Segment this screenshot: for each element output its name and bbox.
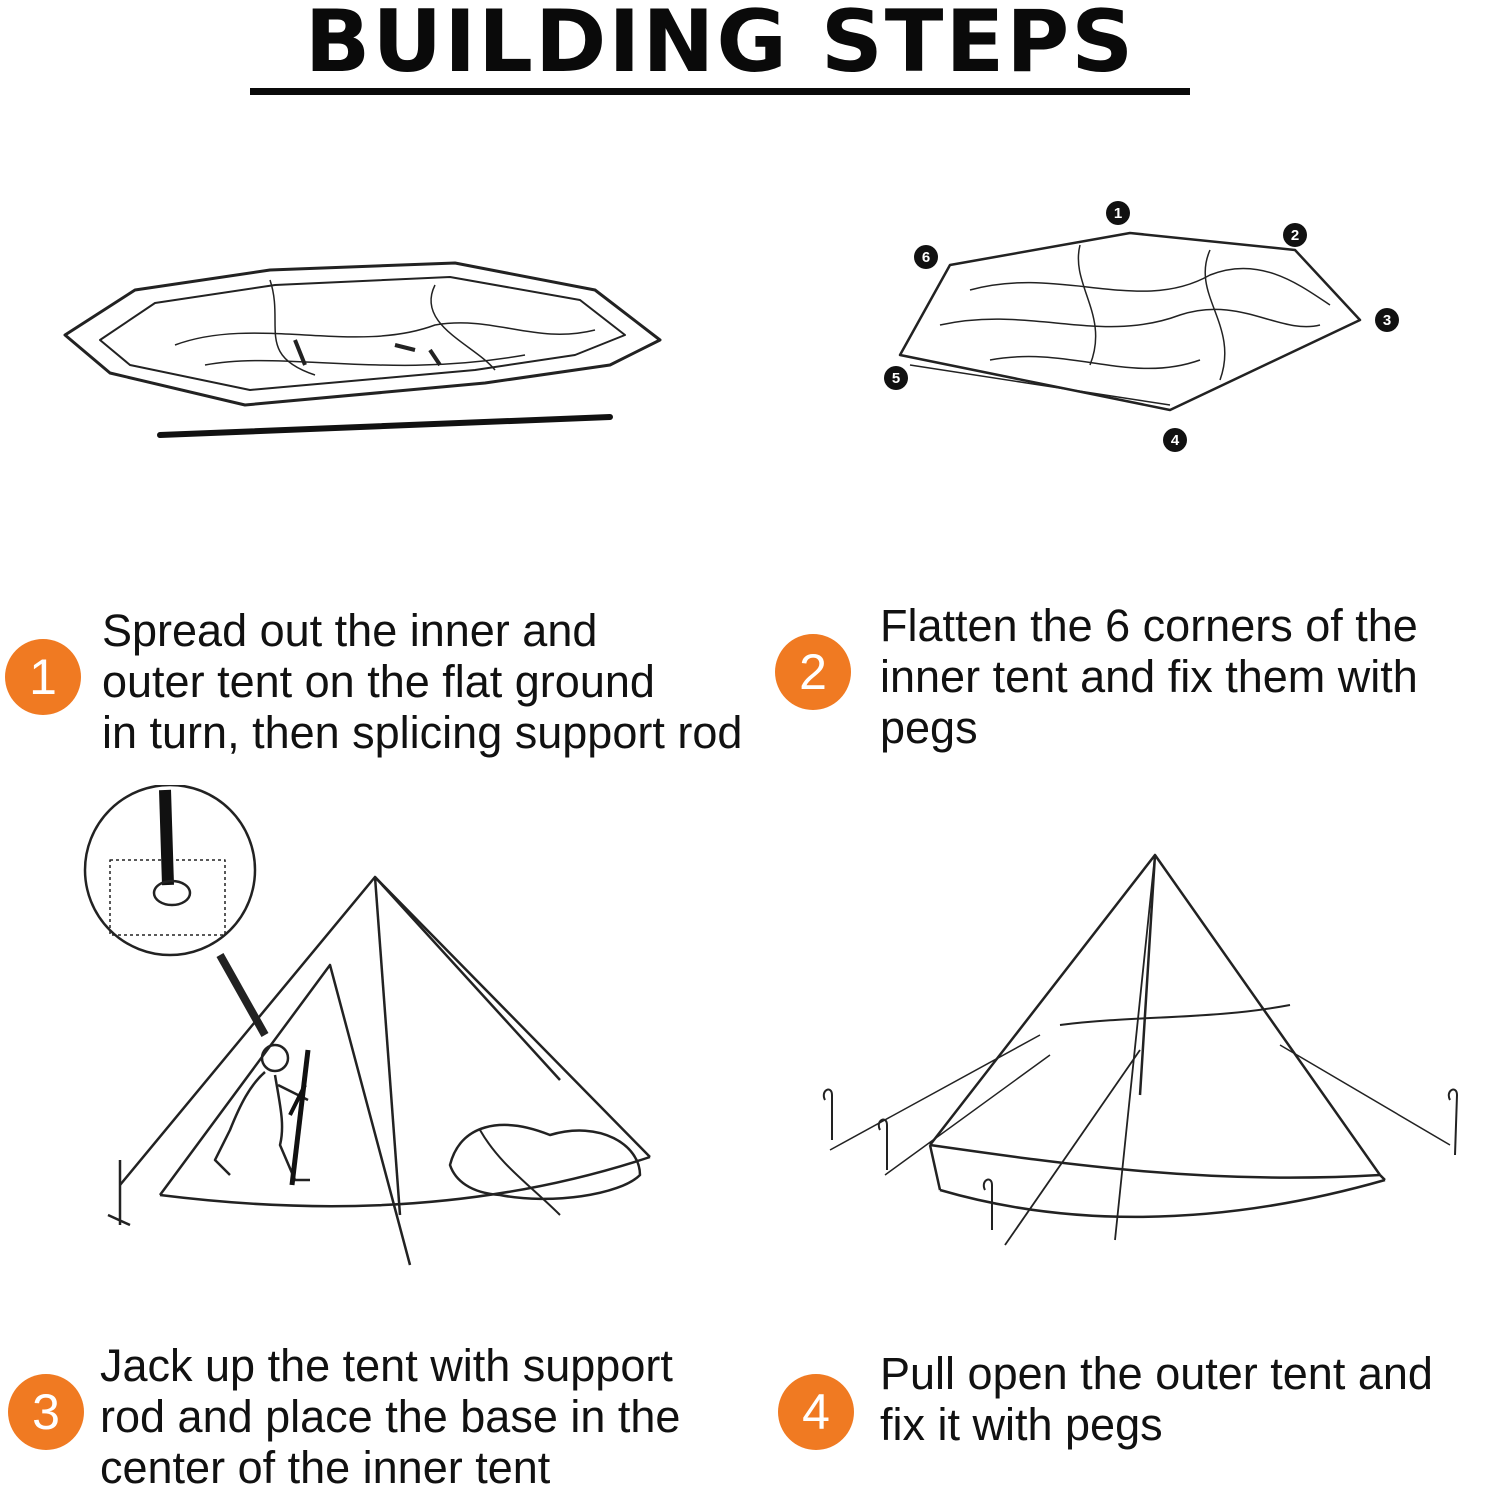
corner-label-2: 2 [1291,227,1299,244]
step-1-text: Spread out the inner and outer tent on t… [102,605,743,758]
illustration-pegged-tent [810,845,1470,1265]
step-4-badge: 4 [778,1374,854,1450]
illustration-raise-tent [80,785,680,1285]
corner-badge-3 [1375,308,1399,332]
corner-badge-6 [914,245,938,269]
step-2-text: Flatten the 6 corners of the inner tent … [880,600,1418,753]
title-underline [250,88,1190,95]
corner-badge-1 [1106,201,1130,225]
corner-label-4: 4 [1171,432,1180,449]
corner-badge-2 [1283,223,1307,247]
title-text: BUILDING STEPS [304,0,1136,92]
illustration-flat-tent [55,255,675,455]
page-title: BUILDING STEPS [250,0,1190,100]
corner-label-5: 5 [892,370,900,387]
step-3-text: Jack up the tent with support rod and pl… [100,1340,681,1493]
step-2-badge: 2 [775,634,851,710]
step-1-badge: 1 [5,639,81,715]
step-3-badge: 3 [8,1374,84,1450]
corner-label-3: 3 [1383,312,1391,329]
step-4-text: Pull open the outer tent and fix it with… [880,1348,1433,1450]
corner-label-6: 6 [922,249,930,266]
corner-badge-5 [884,366,908,390]
corner-badge-4 [1163,428,1187,452]
corner-label-1: 1 [1114,205,1122,222]
illustration-pegged-corners: 1 2 3 4 5 6 [880,195,1420,465]
